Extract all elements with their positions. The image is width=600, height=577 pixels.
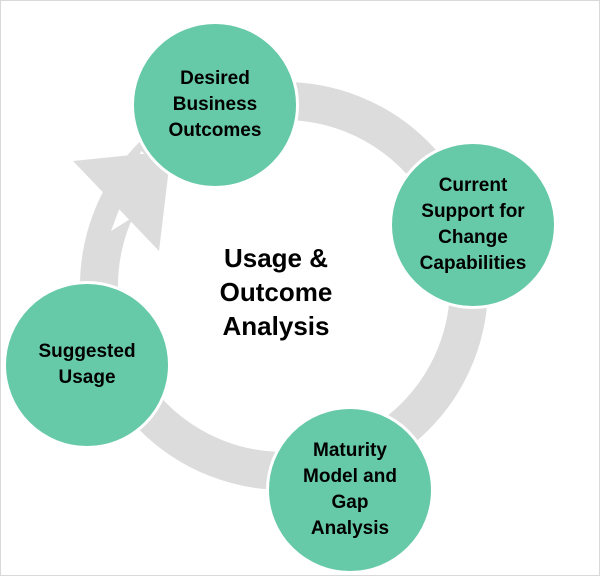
node-suggested-usage: Suggested Usage [3,281,171,449]
node-desired-business-outcomes: Desired Business Outcomes [131,21,299,189]
node-label: Current Support for Change Capabilities [419,175,527,274]
node-maturity-model: Maturity Model and Gap Analysis [266,406,434,574]
node-label: Maturity Model and Gap Analysis [303,440,397,539]
node-label: Desired Business Outcomes [168,68,262,141]
node-current-support: Current Support for Change Capabilities [389,141,557,309]
center-title: Usage & Outcome Analysis [219,243,333,341]
node-label: Suggested Usage [38,341,136,388]
cycle-arrowhead [73,151,171,251]
